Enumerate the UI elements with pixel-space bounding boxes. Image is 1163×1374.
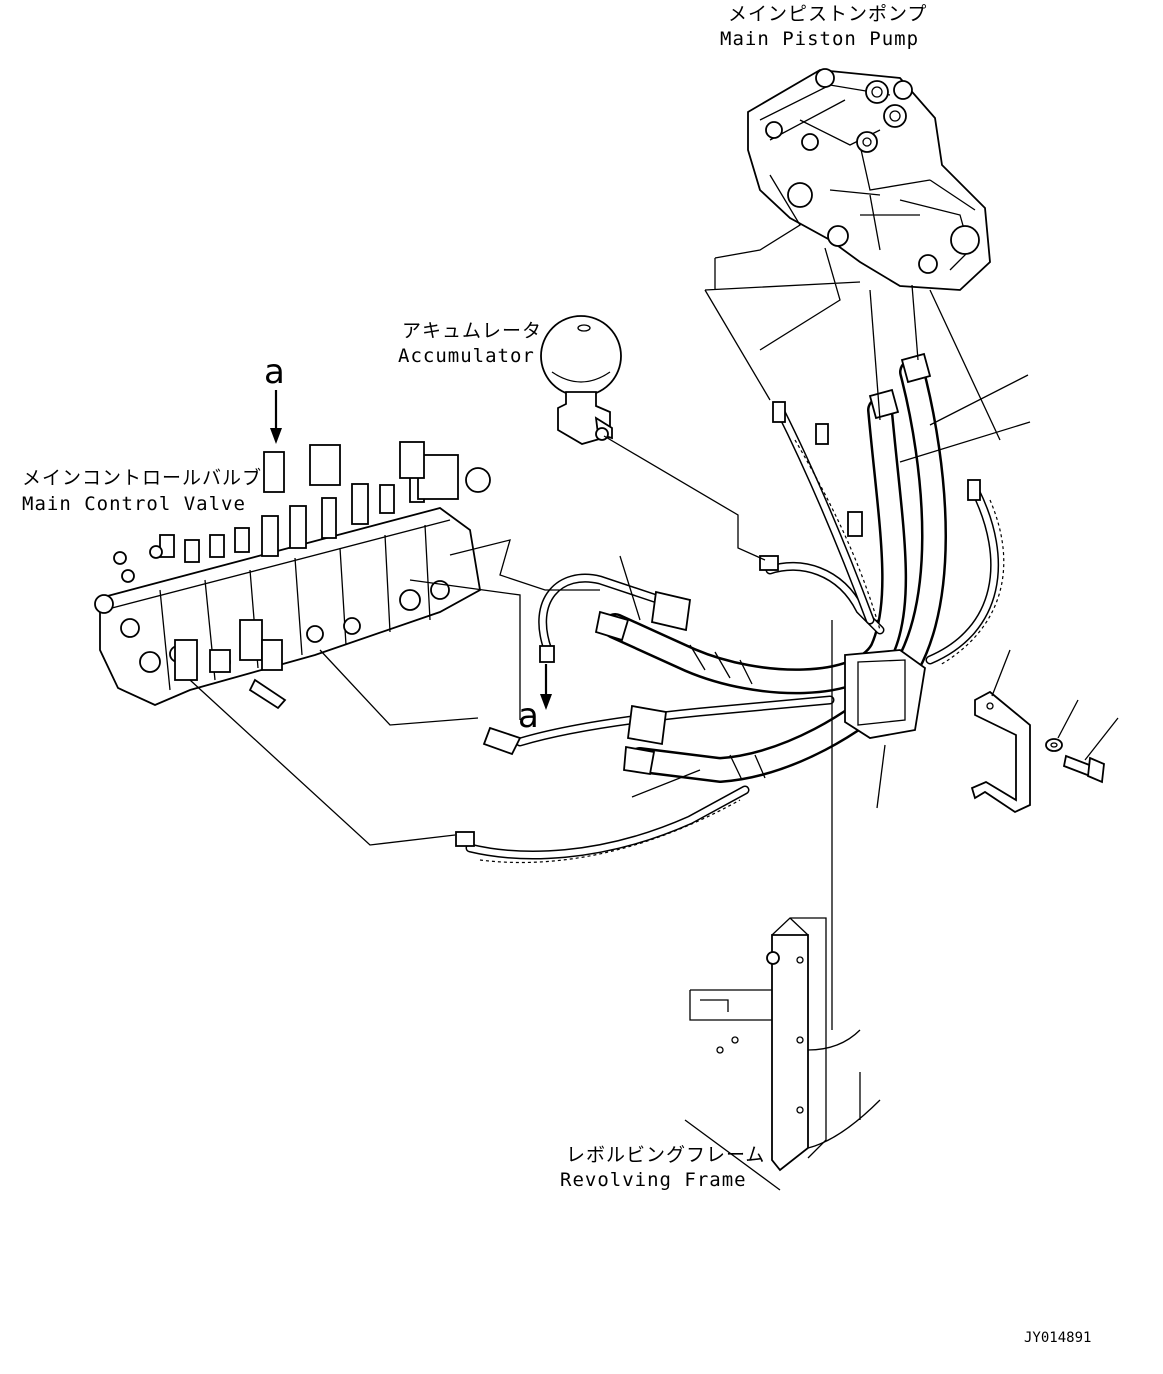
hose-clamps xyxy=(627,590,926,746)
main-control-valve-drawing xyxy=(94,441,491,710)
valve-top-fittings xyxy=(113,441,491,583)
marker-a-arrows xyxy=(270,390,552,710)
bracket-drawing xyxy=(970,690,1031,814)
leader-lines xyxy=(189,284,1119,1030)
pump-label-jp: メインピストンポンプ xyxy=(728,3,927,25)
accumulator-label-jp: アキュムレータ xyxy=(402,320,542,342)
valve-label-en: Main Control Valve xyxy=(22,493,246,515)
frame-label-en: Revolving Frame xyxy=(560,1169,747,1191)
bolt-drawing xyxy=(1062,754,1105,784)
accumulator-drawing xyxy=(540,315,622,445)
valve-label-jp: メインコントロールバルブ xyxy=(22,466,262,489)
main-piston-pump-drawing xyxy=(704,68,991,351)
pump-label-en: Main Piston Pump xyxy=(720,28,919,50)
marker-a-lower: a xyxy=(518,696,539,736)
accumulator-label-en: Accumulator xyxy=(398,345,535,367)
pilot-hoses xyxy=(465,405,1005,864)
revolving-frame-drawing xyxy=(684,917,881,1191)
frame-label-jp: レボルビングフレーム xyxy=(566,1144,765,1166)
large-hose-upper xyxy=(602,397,908,695)
washer-drawing xyxy=(1045,738,1063,752)
marker-a-upper: a xyxy=(264,352,285,392)
drawing-code: JY014891 xyxy=(1024,1330,1091,1346)
hose-fittings xyxy=(455,352,981,847)
